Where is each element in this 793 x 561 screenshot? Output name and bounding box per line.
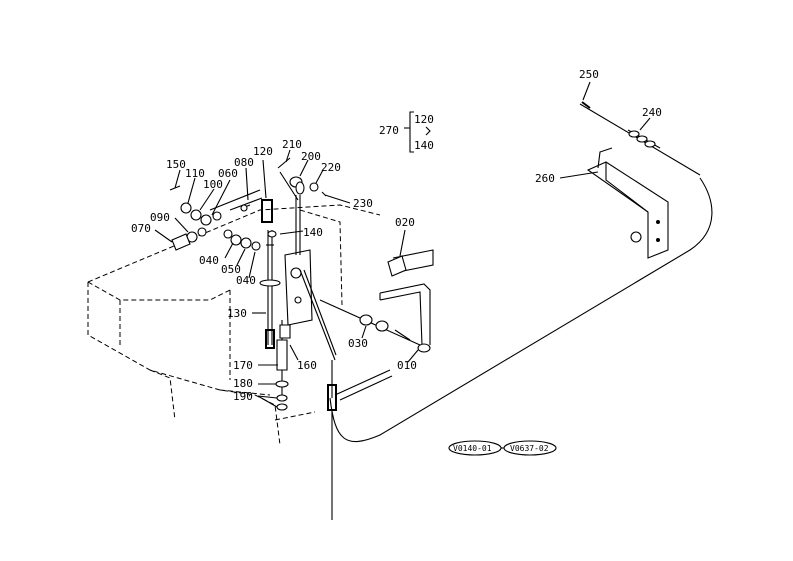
center-rod xyxy=(259,230,291,411)
bracket-plate xyxy=(284,249,313,326)
label-110: 110 xyxy=(185,167,205,180)
label-170: 170 xyxy=(233,359,253,372)
label-270-140: 140 xyxy=(414,139,434,152)
part-labels: 250 240 260 270 120 140 150 110 080 060 … xyxy=(131,68,662,403)
label-130: 130 xyxy=(227,307,247,320)
label-050: 050 xyxy=(221,263,241,276)
lever-010 xyxy=(319,283,431,353)
label-190: 190 xyxy=(233,390,253,403)
label-080: 080 xyxy=(234,156,254,169)
ref-code-right: V0637-02 xyxy=(510,444,549,453)
ref-code-left: V0140-01 xyxy=(453,444,492,453)
label-220: 220 xyxy=(321,161,341,174)
label-260: 260 xyxy=(535,172,555,185)
label-250: 250 xyxy=(579,68,599,81)
label-060: 060 xyxy=(218,167,238,180)
label-040-lower: 040 xyxy=(236,274,256,287)
label-270: 270 xyxy=(379,124,399,137)
label-140: 140 xyxy=(303,226,323,239)
label-030: 030 xyxy=(348,337,368,350)
label-180: 180 xyxy=(233,377,253,390)
label-200: 200 xyxy=(301,150,321,163)
label-230: 230 xyxy=(353,197,373,210)
label-010: 010 xyxy=(397,359,417,372)
upper-linkage xyxy=(261,157,337,361)
label-150: 150 xyxy=(166,158,186,171)
label-070: 070 xyxy=(131,222,151,235)
label-240: 240 xyxy=(642,106,662,119)
bracket-260 xyxy=(586,147,669,259)
left-linkage xyxy=(169,185,263,251)
ref-code-ovals xyxy=(448,440,557,456)
leader-lines xyxy=(154,81,651,408)
knob-020 xyxy=(387,249,434,277)
group-bracket-270 xyxy=(404,111,431,153)
upper-cable xyxy=(579,101,701,176)
label-160: 160 xyxy=(297,359,317,372)
label-120: 120 xyxy=(253,145,273,158)
throttle-cable xyxy=(327,177,713,520)
ref-codes: V0140-01 V0637-02 xyxy=(453,444,549,453)
label-040-upper: 040 xyxy=(199,254,219,267)
label-020: 020 xyxy=(395,216,415,229)
label-270-120: 120 xyxy=(414,113,434,126)
label-210: 210 xyxy=(282,138,302,151)
label-090: 090 xyxy=(150,211,170,224)
label-100: 100 xyxy=(203,178,223,191)
